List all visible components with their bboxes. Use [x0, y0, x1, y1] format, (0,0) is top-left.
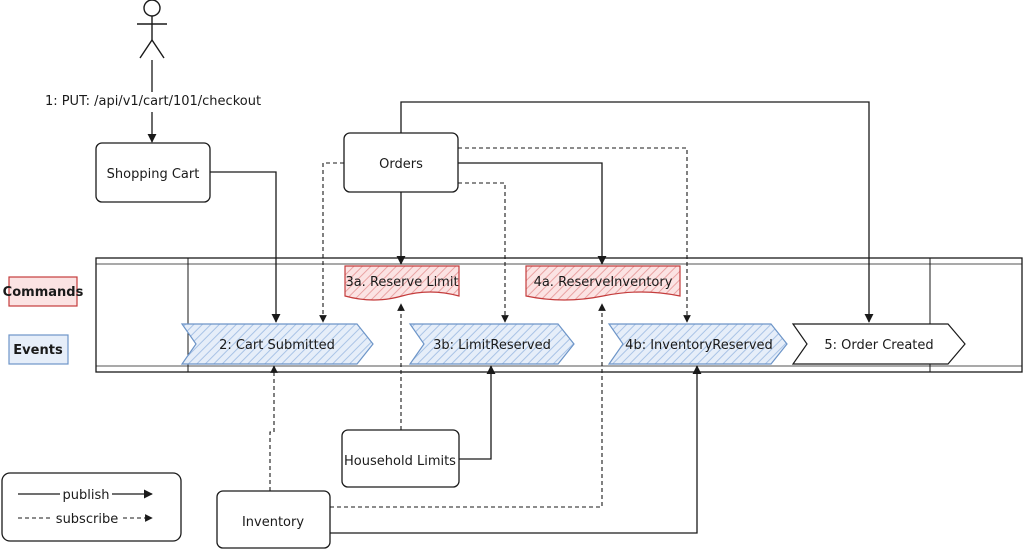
events-tag-label: Events — [13, 343, 63, 358]
command-reserve-limit: 3a. Reserve Limit — [344, 265, 460, 301]
orders-subscribe-inventory-arrow — [458, 147, 691, 323]
inventory-subscribe-cart-arrow — [269, 365, 278, 491]
inventory-publish-arrow — [330, 365, 702, 534]
cart-publish-arrow — [210, 171, 281, 323]
orders-subscribe-limit-arrow — [458, 182, 509, 323]
cart-submitted-label: 2: Cart Submitted — [219, 338, 335, 353]
user-actor-icon — [137, 0, 167, 59]
inventory-subscribe-reserve-arrow — [330, 303, 606, 508]
shopping-cart-service: Shopping Cart — [95, 142, 211, 203]
household-limits-label: Household Limits — [344, 454, 456, 469]
event-order-created: 5: Order Created — [791, 323, 966, 365]
event-inventory-reserved: 4b: InventoryReserved — [607, 323, 788, 365]
orders-to-reserve-inventory-arrow — [458, 162, 607, 265]
legend-subscribe-label: subscribe — [56, 512, 118, 527]
limit-reserved-label: 3b: LimitReserved — [433, 338, 551, 353]
legend-publish-label: publish — [63, 488, 110, 503]
command-reserve-inventory: 4a. ReserveInventory — [525, 265, 681, 301]
household-limits-service: Household Limits — [341, 429, 460, 488]
event-bus — [95, 257, 1023, 373]
inventory-label: Inventory — [242, 515, 304, 530]
commands-tag-label: Commands — [3, 285, 84, 300]
orders-to-order-created-arrow — [400, 101, 874, 323]
commands-tag: Commands — [3, 276, 84, 307]
inventory-service: Inventory — [216, 490, 331, 549]
inventory-reserved-label: 4b: InventoryReserved — [625, 338, 773, 353]
request-label: 1: PUT: /api/v1/cart/101/checkout — [45, 94, 261, 109]
events-tag: Events — [8, 334, 69, 365]
orders-service: Orders — [343, 132, 459, 193]
limits-publish-arrow — [459, 365, 496, 460]
shopping-cart-label: Shopping Cart — [107, 167, 200, 182]
arrow-legend: publish subscribe — [1, 472, 182, 542]
orders-subscribe-cart-arrow — [319, 162, 344, 323]
reserve-limit-label: 3a. Reserve Limit — [345, 275, 458, 290]
event-cart-submitted: 2: Cart Submitted — [180, 323, 374, 365]
order-created-label: 5: Order Created — [824, 338, 933, 353]
event-limit-reserved: 3b: LimitReserved — [408, 323, 575, 365]
orders-label: Orders — [379, 157, 423, 172]
reserve-inventory-label: 4a. ReserveInventory — [534, 275, 673, 290]
